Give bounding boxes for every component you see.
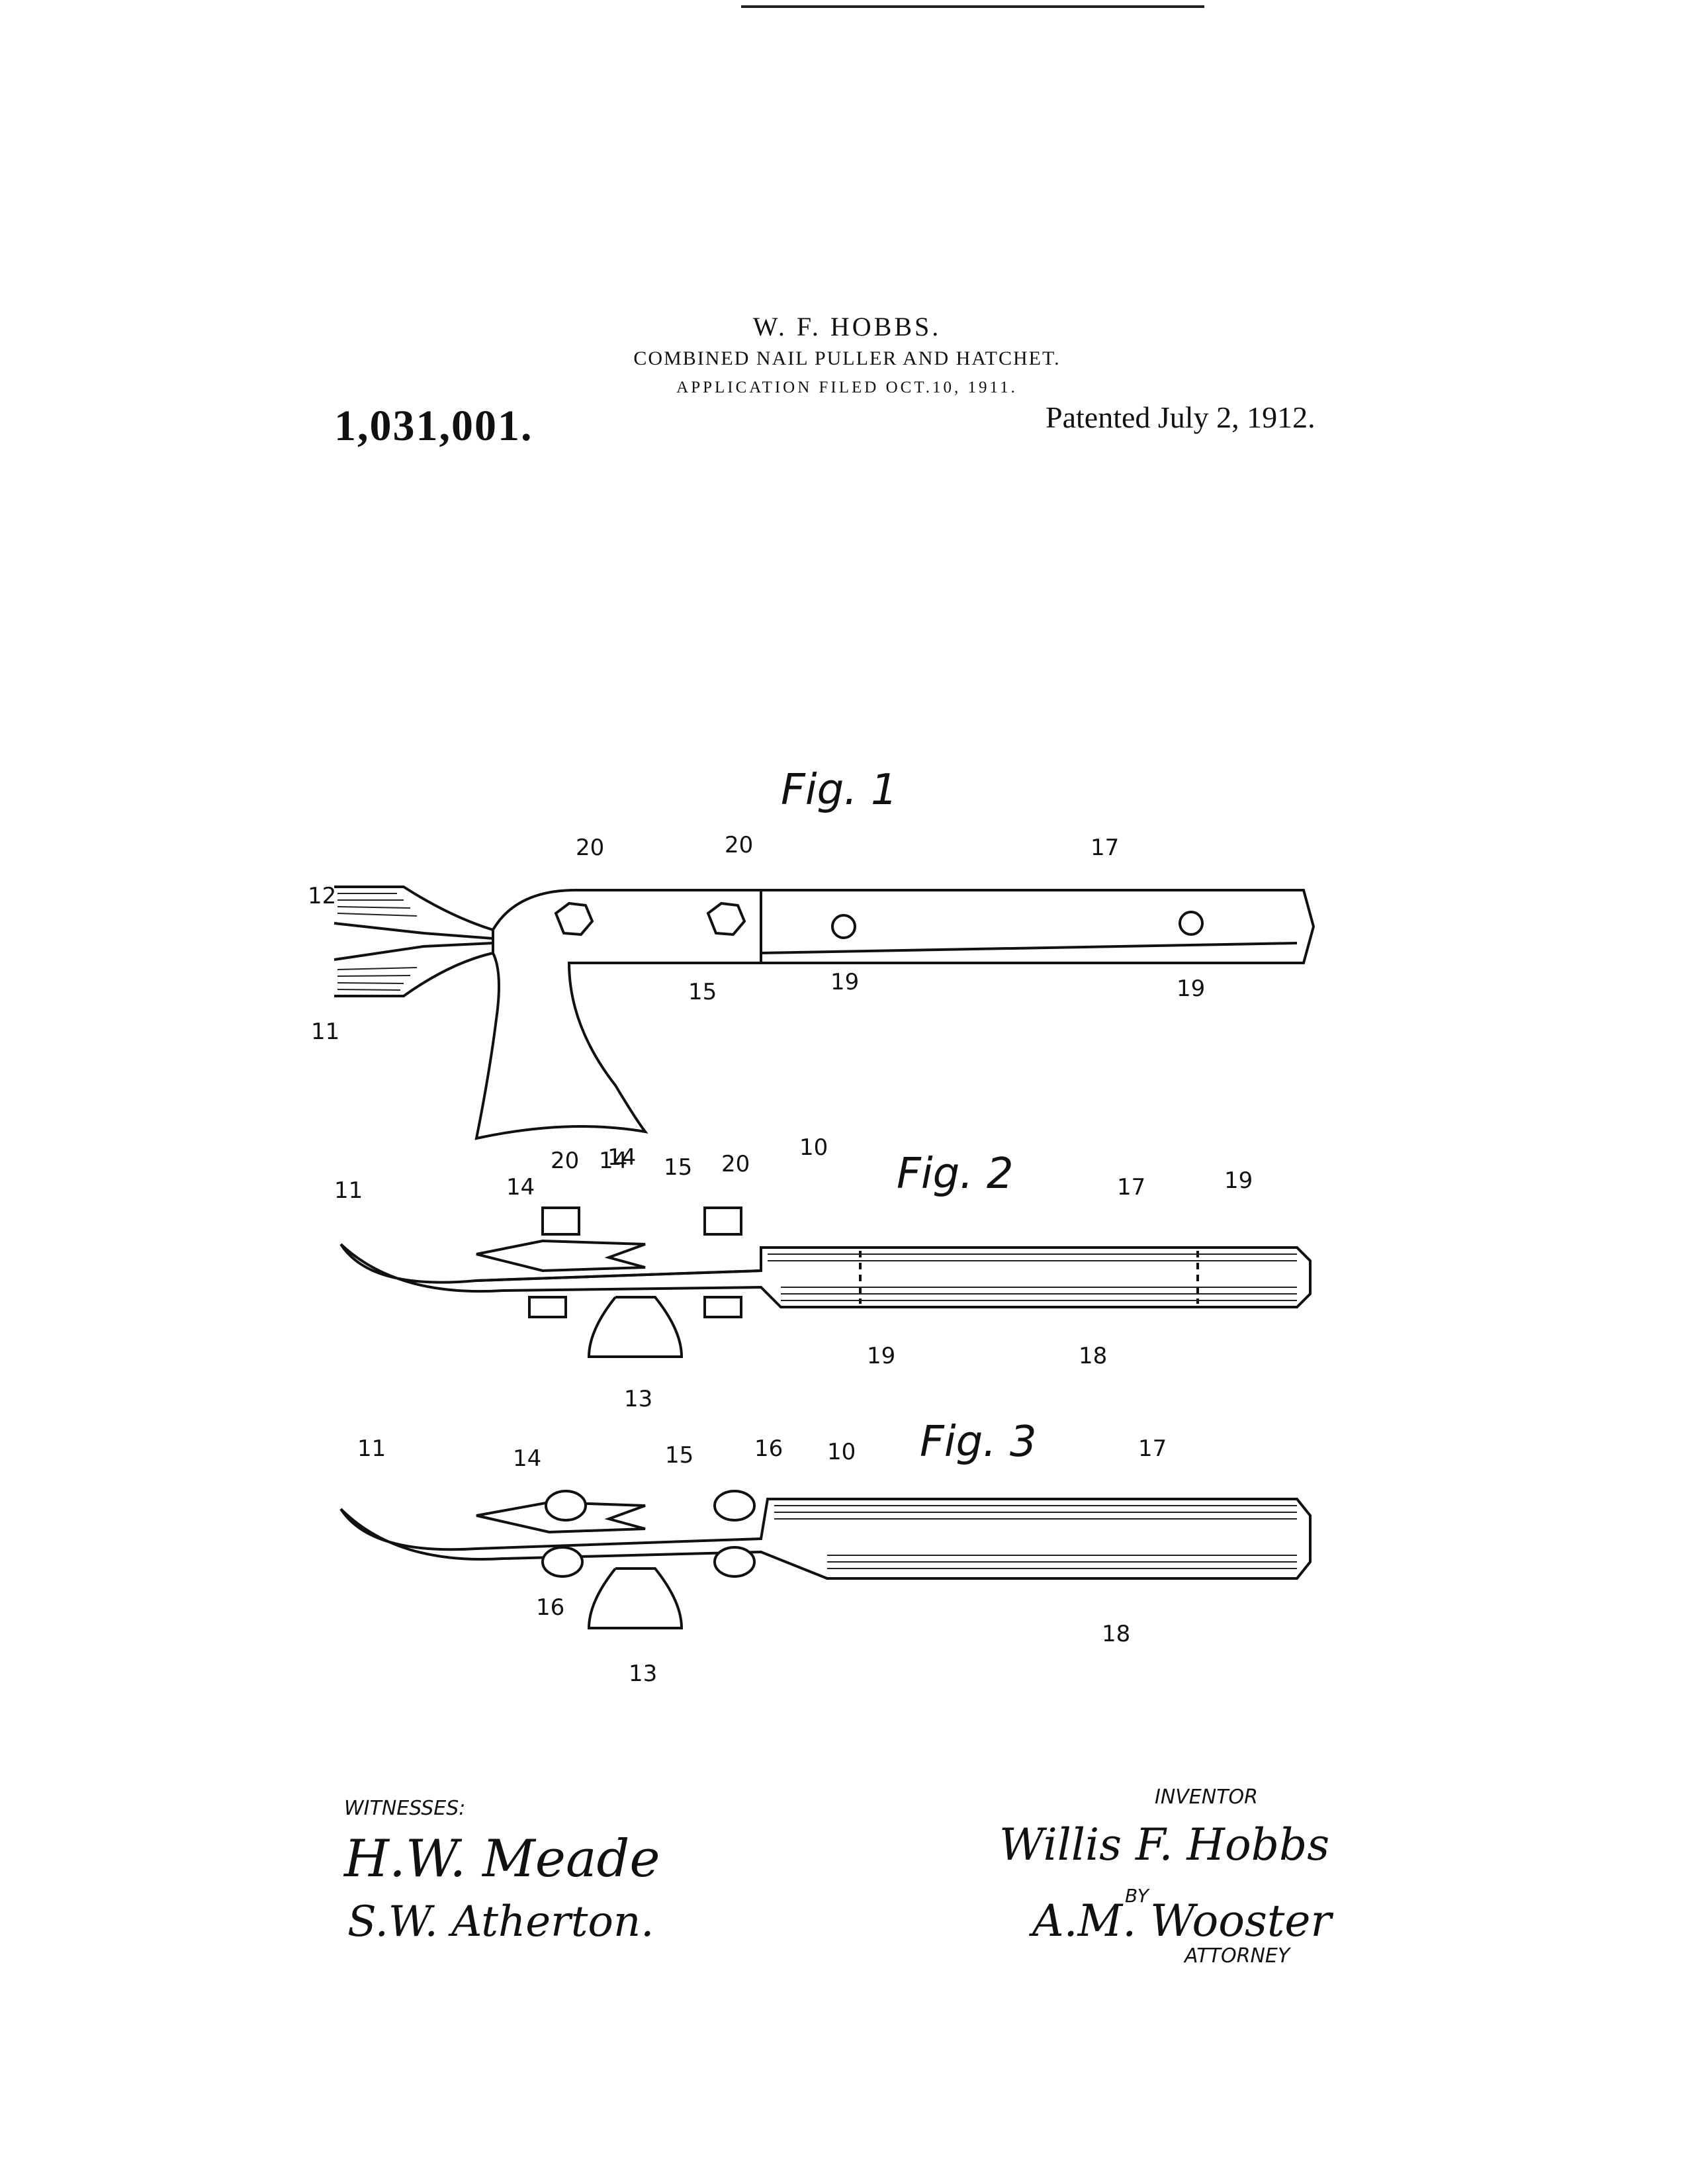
fig1-hatchet-head — [474, 889, 762, 1140]
fig1-ref-15: 15 — [688, 979, 717, 1005]
patent-number: 1,031,001. — [334, 402, 533, 450]
fig1-rivet-left — [831, 914, 856, 939]
fig3-handle-hatch — [774, 1505, 1297, 1569]
figure-2: Fig. 2 11 14 20 14 15 20 10 17 19 19 18 … — [334, 1134, 1312, 1412]
fig2-ref-20b: 20 — [721, 1151, 750, 1177]
fig2-ref-15: 15 — [664, 1154, 692, 1181]
fig2-shank — [476, 1269, 762, 1282]
fig3-rivet-top-right — [713, 1490, 756, 1522]
fig1-ref-20b: 20 — [725, 832, 753, 858]
figure-3: Fig. 3 11 14 15 16 10 17 16 18 13 — [339, 1418, 1312, 1687]
patent-title: COMBINED NAIL PULLER AND HATCHET. — [633, 347, 1061, 369]
fig1-claw-slot-top — [334, 922, 494, 940]
fig2-nut-bottom-left — [528, 1296, 567, 1318]
fig3-ref-18: 18 — [1102, 1621, 1130, 1647]
inventor-name: W. F. HOBBS. — [752, 312, 942, 341]
fig2-ref-20a: 20 — [551, 1148, 579, 1174]
fig1-ref-14: 14 — [607, 1144, 636, 1171]
witnesses-label: WITNESSES: — [344, 1797, 466, 1820]
fig1-claw-slot-bottom — [334, 942, 494, 961]
scan-edge-line — [741, 5, 1204, 8]
fig2-ref-14: 14 — [506, 1174, 535, 1201]
fig2-ref-11: 11 — [334, 1177, 363, 1204]
signatures: H.W. Meade S.W. Atherton. Willis F. Hobb… — [343, 1819, 1333, 1946]
fig1-handle — [760, 889, 1315, 964]
fig1-claw — [334, 886, 494, 997]
fig3-ref-16a: 16 — [754, 1435, 783, 1462]
fig2-ref-18: 18 — [1079, 1343, 1107, 1369]
application-filed: APPLICATION FILED OCT.10, 1911. — [676, 379, 1018, 396]
by-label: BY — [1125, 1885, 1149, 1907]
attorney-signature: A.M. Wooster — [1028, 1895, 1333, 1946]
fig-2-label: Fig. 2 — [897, 1150, 1014, 1199]
fig2-ref-19a: 19 — [1224, 1167, 1253, 1194]
fig1-ref-19a: 19 — [830, 969, 859, 995]
fig2-nut-bottom-right — [703, 1296, 742, 1318]
fig2-ref-14b: 14 — [599, 1148, 627, 1174]
fig1-ref-11: 11 — [311, 1019, 339, 1045]
fig2-nut-top-left — [541, 1206, 580, 1236]
fig1-rivet-right — [1179, 911, 1204, 936]
fig-3-label: Fig. 3 — [920, 1418, 1037, 1467]
fig3-ref-16b: 16 — [536, 1594, 564, 1621]
witness-2-signature: S.W. Atherton. — [347, 1897, 654, 1946]
fig1-ref-20a: 20 — [576, 835, 604, 861]
fig3-rivet-top-left — [545, 1490, 587, 1522]
fig2-tool-body — [339, 1243, 1312, 1308]
fig1-ref-17: 17 — [1091, 835, 1119, 861]
fig3-ref-15: 15 — [665, 1442, 693, 1469]
fig3-poll — [587, 1567, 684, 1629]
fig3-tool-body — [339, 1498, 1312, 1580]
fig1-handle-bevel — [760, 942, 1298, 954]
inventor-signature: Willis F. Hobbs — [999, 1819, 1329, 1870]
patented-date: Patented July 2, 1912. — [1046, 400, 1315, 434]
figure-1: Fig. 1 20 20 17 12 11 15 19 19 14 — [308, 766, 1315, 1171]
attorney-label: ATTORNEY — [1184, 1944, 1290, 1968]
fig2-nut-top-right — [703, 1206, 742, 1236]
fig3-ref-11: 11 — [357, 1435, 386, 1462]
fig3-ref-13: 13 — [629, 1661, 657, 1687]
fig2-blade-section — [476, 1239, 646, 1273]
fig2-poll — [587, 1296, 684, 1358]
fig1-bolt-left — [554, 901, 594, 936]
fig3-ref-10: 10 — [827, 1439, 856, 1465]
fig2-handle-hatch — [768, 1253, 1297, 1301]
fig-1-label: Fig. 1 — [781, 766, 898, 815]
fig2-ref-17: 17 — [1117, 1174, 1145, 1201]
inventor-label: INVENTOR — [1155, 1786, 1258, 1809]
fig2-ref-19b: 19 — [867, 1343, 895, 1369]
fig1-claw-hatch — [337, 893, 418, 991]
fig3-ref-14: 14 — [513, 1445, 541, 1472]
fig1-ref-12: 12 — [308, 883, 336, 909]
fig1-bolt-right — [706, 901, 746, 936]
fig2-ref-13: 13 — [624, 1386, 652, 1412]
fig3-rivet-bottom-left — [541, 1546, 584, 1578]
fig1-ref-19b: 19 — [1177, 976, 1205, 1002]
fig3-ref-17: 17 — [1138, 1435, 1167, 1462]
fig2-ref-10: 10 — [799, 1134, 828, 1161]
fig3-rivet-bottom-right — [713, 1546, 756, 1578]
witness-1-signature: H.W. Meade — [343, 1829, 660, 1889]
